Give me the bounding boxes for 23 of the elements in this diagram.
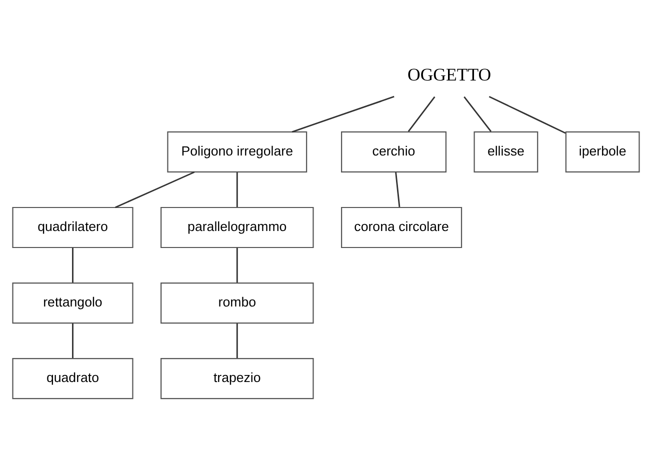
connector — [236, 322, 238, 358]
node-box: Poligono irregolare — [167, 130, 308, 172]
connector — [236, 172, 238, 206]
connector — [236, 247, 238, 282]
node-box: cerchio — [341, 130, 447, 172]
connector — [115, 171, 195, 208]
node-box: rombo — [160, 282, 314, 324]
node-box: trapezio — [160, 358, 314, 399]
connector — [292, 95, 394, 132]
connector — [395, 172, 400, 207]
node-box: corona circolare — [341, 206, 462, 248]
connector — [488, 95, 566, 134]
node-box: quadrato — [12, 358, 134, 399]
connector — [72, 322, 74, 358]
node-box: ellisse — [474, 130, 538, 172]
node-box: quadrilatero — [12, 206, 134, 248]
connector — [72, 247, 74, 282]
connector — [464, 96, 492, 132]
node-box: iperbole — [565, 130, 640, 172]
connector — [408, 96, 436, 132]
node-box: parallelogrammo — [160, 206, 314, 248]
node-box: rettangolo — [12, 282, 134, 324]
node-text: OGGETTO — [408, 64, 492, 84]
